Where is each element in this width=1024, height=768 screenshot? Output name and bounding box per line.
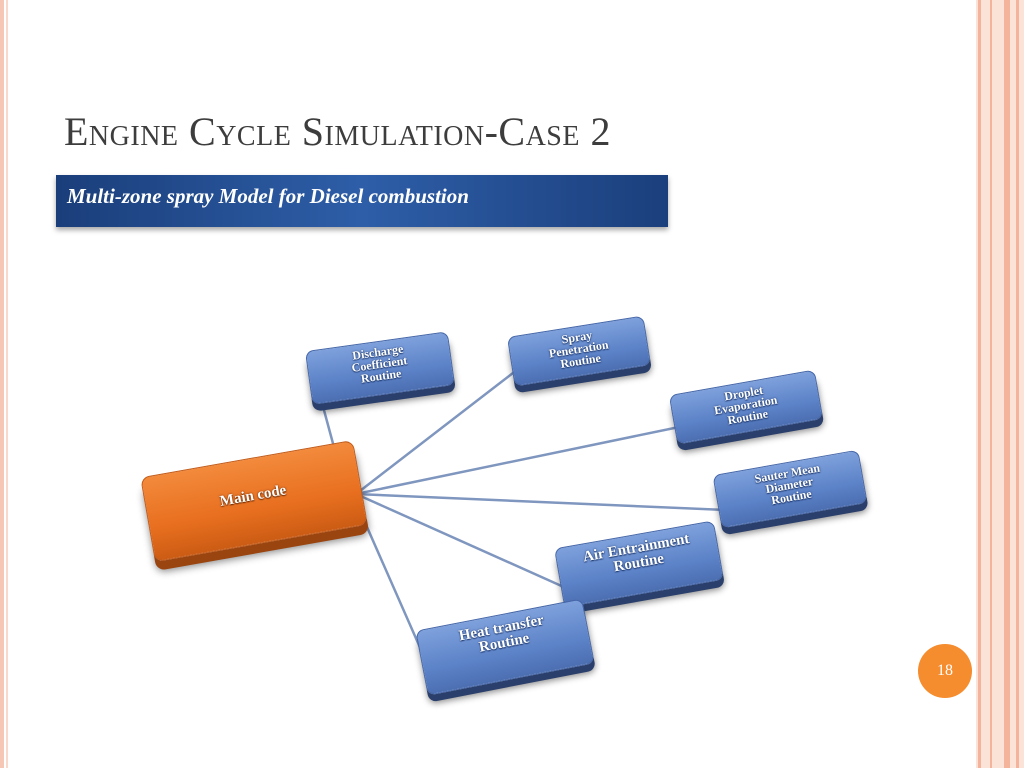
right-border-line — [990, 0, 992, 768]
slide-title: Engine Cycle Simulation-Case 2 — [64, 109, 611, 154]
connector-sauter — [354, 492, 728, 512]
connector-droplet — [354, 424, 686, 496]
sauter-mean-diameter-label: Sauter Mean Diameter Routine — [753, 460, 821, 508]
subtitle-banner: Multi-zone spray Model for Diesel combus… — [56, 175, 668, 227]
connector-spray — [354, 364, 524, 496]
left-border-stripe-thin — [6, 0, 8, 768]
right-border-line — [1016, 0, 1019, 768]
right-border-line — [978, 0, 981, 768]
right-border-line — [1004, 0, 1010, 768]
connector-heat — [354, 500, 424, 654]
connector-air — [354, 492, 568, 590]
spray-penetration-label: Spray Penetration Routine — [547, 327, 610, 371]
main-code-label: Main code — [218, 482, 288, 510]
left-border-stripe — [0, 0, 4, 768]
page-number: 18 — [937, 662, 953, 679]
discharge-coefficient-label: Discharge Coefficient Routine — [350, 341, 409, 386]
page-number-badge: 18 — [918, 644, 972, 698]
heat-transfer-label: Heat transfer Routine — [457, 612, 546, 656]
droplet-evaporation-label: Droplet Evaporation Routine — [712, 382, 779, 428]
subtitle-text: Multi-zone spray Model for Diesel combus… — [67, 184, 469, 208]
